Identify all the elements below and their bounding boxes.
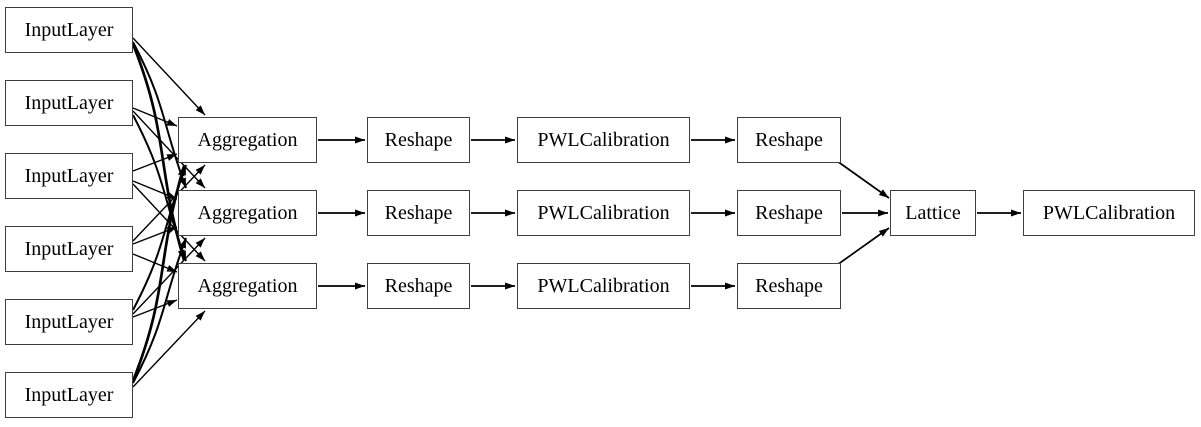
node-pwl-3: PWLCalibration [517,263,690,309]
node-input-1: InputLayer [5,7,133,53]
edge-input-6-agg-1 [131,165,186,382]
node-pwl-1: PWLCalibration [517,117,690,163]
node-reshape-a-1: Reshape [367,117,470,163]
edge-input-6-agg-3 [132,310,206,388]
node-reshape-b-3: Reshape [737,263,841,309]
node-pwl-2: PWLCalibration [517,190,690,236]
edge-group [131,37,1021,388]
edge-input-6-agg-2 [132,237,187,384]
edge-input-2-agg-3 [132,114,187,262]
node-reshape-a-2: Reshape [367,190,470,236]
node-pwl-out: PWLCalibration [1023,190,1195,236]
edge-input-1-agg-1 [132,37,206,116]
node-reshape-b-2: Reshape [737,190,841,236]
edge-input-3-agg-1 [132,153,178,172]
node-reshape-a-3: Reshape [367,263,470,309]
node-input-6: InputLayer [5,372,133,418]
edge-reshape-b-1-lattice [836,160,890,199]
node-reshape-b-1: Reshape [737,117,841,163]
edge-input-3-agg-2 [132,180,178,200]
node-input-4: InputLayer [5,226,133,272]
node-input-3: InputLayer [5,153,133,199]
node-agg-2: Aggregation [178,190,317,236]
edge-input-2-agg-1 [132,107,178,127]
node-agg-3: Aggregation [178,263,317,309]
edge-input-5-agg-2 [132,237,206,315]
node-agg-1: Aggregation [178,117,317,163]
node-input-2: InputLayer [5,80,133,126]
edge-reshape-b-3-lattice [836,227,890,266]
edge-input-4-agg-2 [132,226,178,245]
node-lattice: Lattice [890,190,976,236]
edge-input-4-agg-1 [132,164,206,242]
edge-input-2-agg-2 [132,110,206,189]
node-input-5: InputLayer [5,299,133,345]
